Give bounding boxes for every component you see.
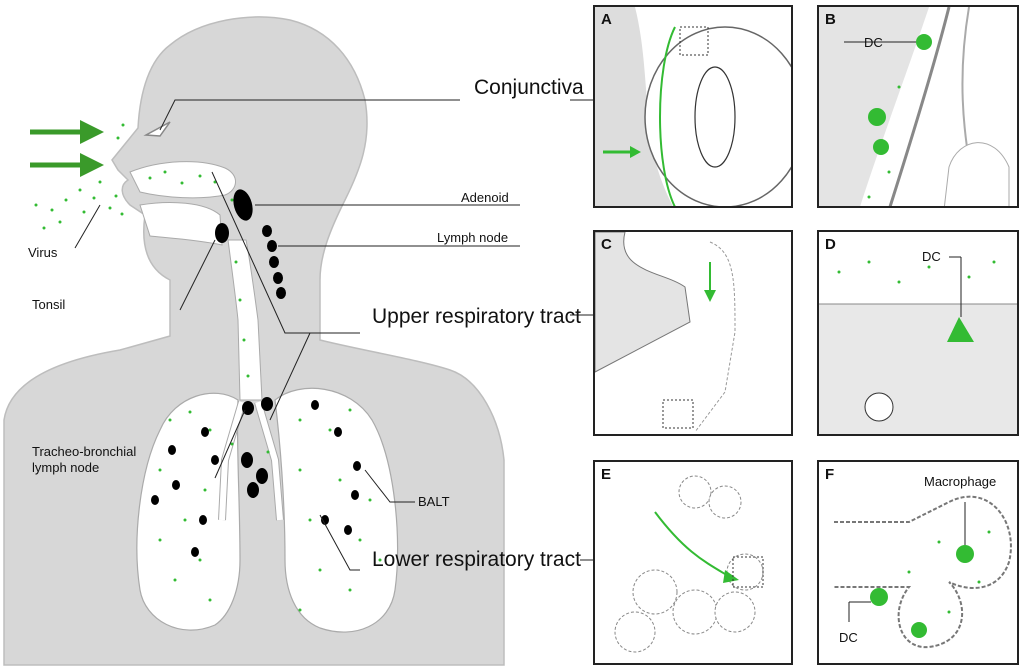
tonsil-blob xyxy=(215,223,229,243)
panel-letter-d: D xyxy=(825,236,836,253)
human-anatomy-illustration xyxy=(3,16,593,666)
upper-respiratory-tract-label: Upper respiratory tract xyxy=(372,305,581,328)
panel-d: D DC xyxy=(817,230,1019,436)
panel-letter-e: E xyxy=(601,466,612,483)
panel-letter-f: F xyxy=(825,466,835,483)
adenoid-blob xyxy=(233,189,253,221)
conjunctiva-label: Conjunctiva xyxy=(474,76,584,99)
adenoid-label: Adenoid xyxy=(461,190,509,205)
virus-particles xyxy=(34,123,382,612)
panel-letter-a: A xyxy=(601,11,612,28)
lymphoid-tissue xyxy=(151,189,361,557)
lymph-node-label: Lymph node xyxy=(437,230,509,245)
panel-c: C xyxy=(593,230,793,436)
lower-respiratory-tract-label: Lower respiratory tract xyxy=(372,548,581,571)
leader-lines xyxy=(74,99,520,571)
tonsil-label: Tonsil xyxy=(32,297,66,312)
right-lung xyxy=(274,387,399,633)
trachea xyxy=(227,239,263,401)
macrophage-label: Macrophage xyxy=(924,474,997,489)
left-lung xyxy=(136,392,241,631)
dc-label-b: DC xyxy=(864,35,883,50)
panel-letter-c: C xyxy=(601,236,612,253)
balt-label: BALT xyxy=(418,494,450,509)
eye-outline xyxy=(143,121,171,137)
virus-entry-arrows xyxy=(30,120,104,177)
panel-letter-b: B xyxy=(825,11,836,28)
dc-label-f: DC xyxy=(839,630,858,645)
panel-connector-lines xyxy=(570,99,593,561)
panel-a: A xyxy=(593,5,793,208)
tracheo-bronchial-label: Tracheo-bronchial xyxy=(32,444,137,459)
dc-label-d: DC xyxy=(922,249,941,264)
panel-b: B DC xyxy=(817,5,1019,208)
virus-label: Virus xyxy=(28,245,58,260)
nasal-cavity xyxy=(129,161,236,199)
panel-f: F Macrophage DC xyxy=(817,460,1019,665)
tracheo-bronchial-label-line2: lymph node xyxy=(32,460,100,475)
panel-e: E xyxy=(593,460,793,665)
